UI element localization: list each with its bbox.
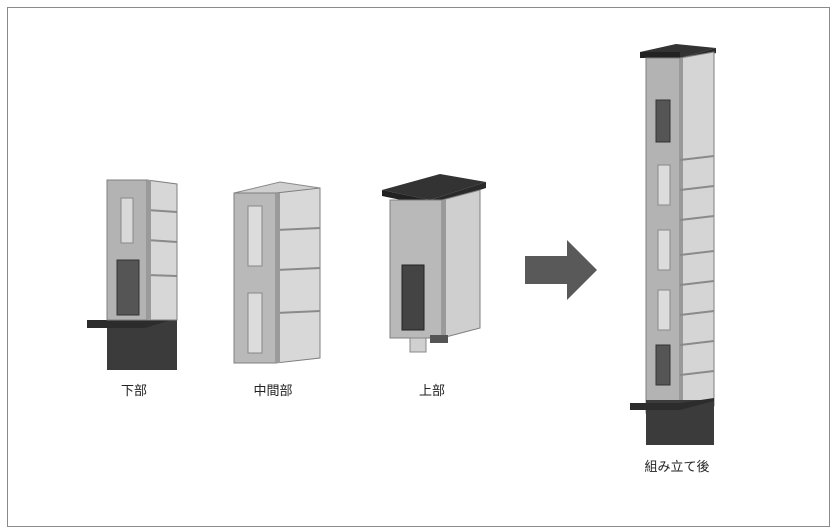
assembly-arrow [525, 240, 600, 300]
upper-module-label: 上部 [418, 384, 446, 399]
lower-module-illustration [87, 179, 178, 370]
lower-module-label: 下部 [120, 384, 148, 399]
assembled-tower-label: 組み立て後 [644, 460, 710, 475]
middle-module-illustration [233, 181, 321, 364]
middle-module [230, 178, 325, 368]
upper-module [380, 170, 490, 360]
assembled-tower [628, 40, 728, 450]
middle-module-label: 中間部 [253, 384, 293, 399]
lower-module [85, 170, 185, 380]
assembled-tower-illustration [630, 44, 716, 445]
right-arrow-icon [525, 240, 597, 300]
upper-module-illustration [382, 174, 486, 353]
